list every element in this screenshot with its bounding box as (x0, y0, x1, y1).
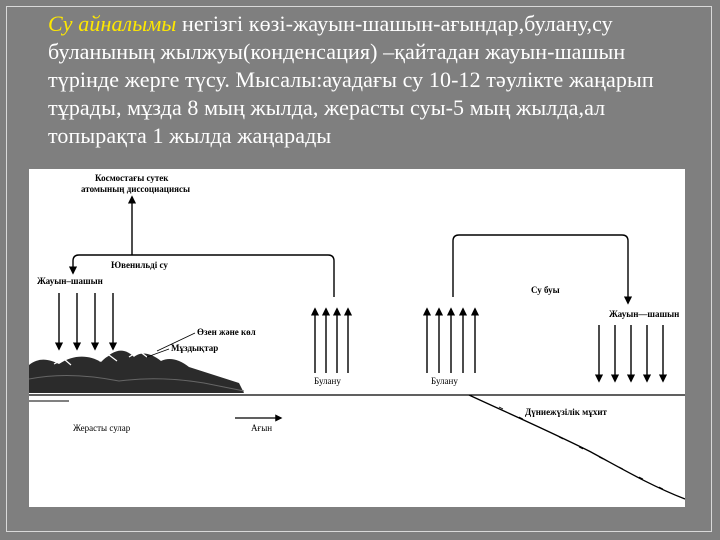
evap-land-arrows (310, 307, 353, 373)
water-cycle-diagram: Космостағы сутек атомының диссоциациясы … (29, 169, 685, 507)
label-ocean: Дүниежүзілік мұхит (525, 407, 608, 417)
label-cosmos-line1: Космостағы сутек (95, 173, 169, 183)
label-rivers: Өзен және көл (197, 327, 256, 337)
label-evap-2: Булану (431, 376, 458, 386)
ocean-floor-texture (498, 406, 664, 490)
vapor-loop (452, 234, 633, 305)
precip-left-arrows (54, 293, 118, 351)
slide-heading: Су айналымы негізгі көзі-жауын-шашын-ағы… (48, 10, 688, 150)
label-evap-1: Булану (314, 376, 341, 386)
label-ground: Жерасты сулар (73, 423, 131, 433)
label-precip-right: Жауын—шашын (609, 309, 679, 319)
label-precip-left: Жауын–шашын (37, 276, 103, 286)
glacier-patches (53, 350, 148, 366)
label-flow: Ағын (251, 423, 272, 433)
glaciers-leader (146, 348, 170, 358)
heading-highlight: Су айналымы (48, 11, 177, 36)
label-glaciers: Мұздықтар (171, 343, 218, 353)
precip-right-arrows (594, 325, 668, 383)
juvenile-loop (68, 254, 335, 297)
heading-text: негізгі көзі-жауын-шашын-ағындар,булану,… (48, 11, 654, 148)
slide-frame (6, 6, 712, 532)
land-mountains (29, 350, 244, 393)
land-hills-light (29, 374, 245, 392)
evap-ocean-arrows (422, 307, 480, 373)
label-juvenile: Ювенильді су (111, 260, 168, 270)
label-cosmos-line2: атомының диссоциациясы (81, 184, 190, 194)
ocean-floor (468, 394, 685, 500)
rivers-leader (156, 332, 196, 352)
label-vapor: Су буы (531, 285, 560, 295)
